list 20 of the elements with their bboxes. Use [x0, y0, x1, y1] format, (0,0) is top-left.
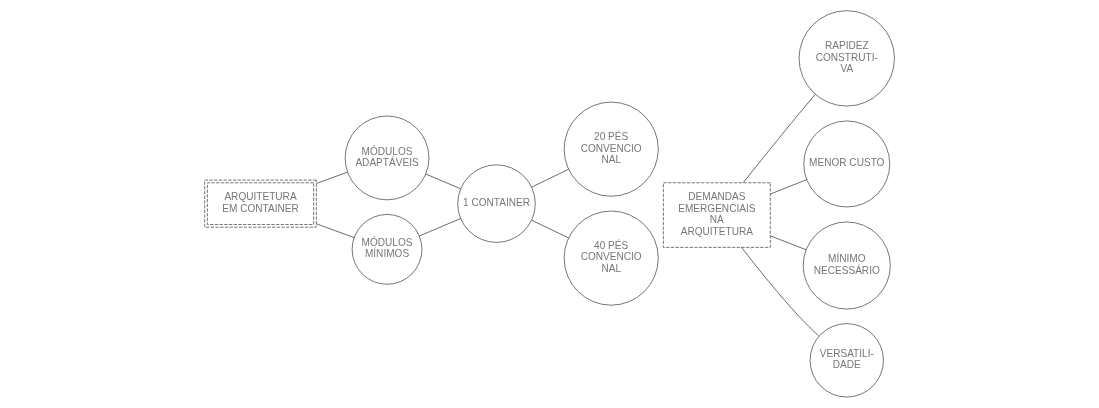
connector	[770, 235, 807, 251]
node-circle: 40 PÉS CONVENCIO NAL	[563, 210, 659, 306]
node-circle: MÓDULOS ADAPTÁVEIS	[344, 115, 430, 201]
node-circle: MÍNIMO NECESSÁRIO	[802, 221, 891, 310]
node-circle: RAPIDEZ CONSTRUTI- VA	[798, 10, 895, 107]
node-circle: 20 PÉS CONVENCIO NAL	[563, 101, 659, 197]
node-circle: VERSATILI- DADE	[809, 323, 884, 398]
node-circle: 1 CONTAINER	[457, 164, 536, 243]
connector	[742, 94, 816, 183]
node-circle: MÓDULOS MÍNIMOS	[351, 214, 423, 285]
connector	[531, 169, 569, 188]
connector	[531, 219, 569, 239]
node-circle: MENOR CUSTO	[803, 120, 891, 208]
node-box: DEMANDAS EMERGENCIAIS NA ARQUITETURA	[663, 182, 771, 248]
connector	[316, 171, 348, 184]
connector	[741, 247, 819, 337]
connector	[418, 218, 461, 237]
connector	[770, 179, 807, 195]
connector	[425, 173, 461, 190]
connector	[316, 223, 355, 238]
